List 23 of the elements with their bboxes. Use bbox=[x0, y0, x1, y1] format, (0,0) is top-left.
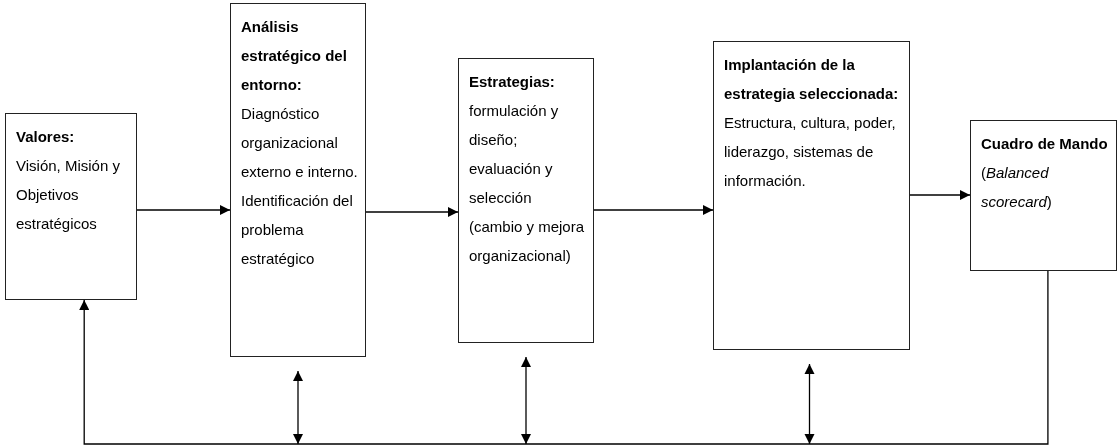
arrow bbox=[292, 370, 304, 445]
arrow bbox=[804, 363, 815, 445]
process-box bbox=[230, 3, 366, 357]
box-heading: Valores: bbox=[16, 127, 76, 147]
arrow bbox=[365, 206, 459, 218]
box-heading: Análisis estratégico del entorno: bbox=[241, 17, 348, 95]
arrow bbox=[79, 270, 1049, 445]
arrow bbox=[909, 189, 971, 201]
box-text: (Balanced scorecard) bbox=[981, 163, 1053, 212]
box-text: Diagnóstico organizacional externo e interno. Identificación del problema estratégico bbox=[241, 104, 359, 269]
box-text: formulación y diseño; evaluación y selección (cambio y mejora organizacional) bbox=[469, 101, 586, 266]
arrow bbox=[520, 356, 532, 445]
process-box bbox=[970, 120, 1117, 271]
box-heading: Cuadro de Mando bbox=[981, 134, 1109, 154]
arrow bbox=[593, 204, 714, 216]
arrow bbox=[136, 204, 231, 216]
process-box bbox=[5, 113, 137, 300]
process-box bbox=[458, 58, 594, 343]
box-heading: Implantación de la estrategia seleccionada: bbox=[724, 55, 900, 104]
box-text: Estructura, cultura, poder, liderazgo, sistemas de información. bbox=[724, 113, 897, 191]
box-heading: Estrategias: bbox=[469, 72, 556, 92]
process-box bbox=[713, 41, 910, 350]
box-text: Visión, Misión y Objetivos estratégicos bbox=[16, 156, 121, 234]
